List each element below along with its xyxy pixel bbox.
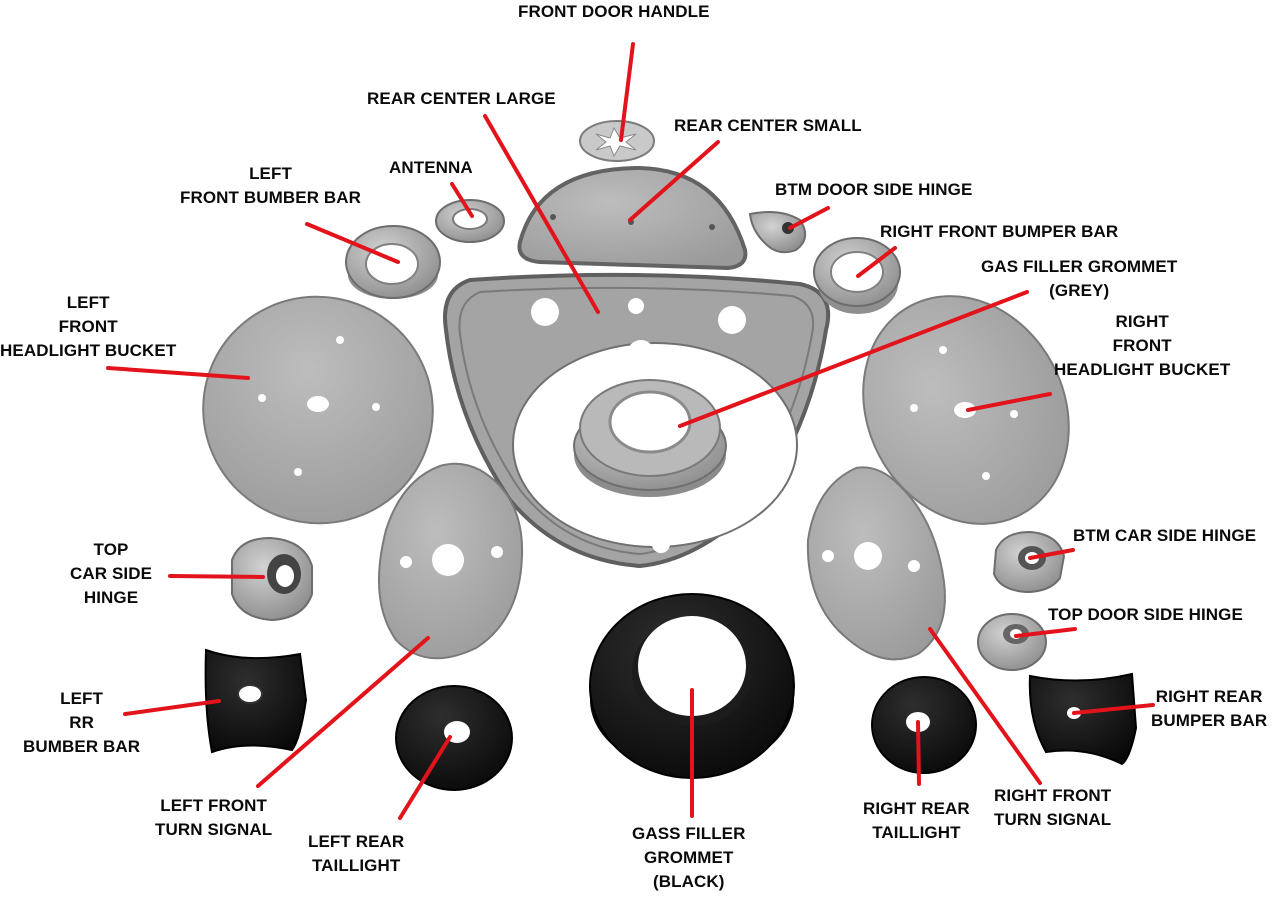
label-rear-center-large: REAR CENTER LARGE: [367, 89, 556, 108]
label-top-car-side-hinge: TOP CAR SIDE HINGE: [70, 540, 153, 607]
label-right-front-headlight-bucket: RIGHT FRONT HEADLIGHT BUCKET: [1054, 312, 1231, 379]
top-car-side-hinge-grommet: [231, 536, 313, 622]
leader-gas-filler-grey: [678, 290, 1029, 428]
antenna-grommet: [435, 199, 505, 243]
leader-top-door-side-hinge: [1014, 627, 1077, 638]
left-front-headlight-bucket-gasket: [202, 295, 434, 525]
btm-door-side-hinge-grommet: [748, 211, 807, 254]
leader-left-front-turn-signal: [256, 636, 430, 788]
leader-btm-car-side-hinge: [1028, 548, 1075, 560]
leader-front-door-handle: [619, 42, 635, 142]
leader-antenna: [450, 182, 474, 218]
leader-left-rear-taillight: [398, 735, 452, 820]
leader-top-car-side-hinge: [168, 574, 265, 579]
label-right-front-bumper-bar: RIGHT FRONT BUMPER BAR: [880, 222, 1119, 241]
label-right-rear-taillight: RIGHT REAR TAILLIGHT: [863, 799, 970, 842]
btm-car-side-hinge-grommet: [992, 530, 1066, 594]
label-top-door-side-hinge: TOP DOOR SIDE HINGE: [1048, 605, 1243, 624]
gas-filler-grommet-grey: [573, 379, 727, 497]
leader-rear-center-small: [628, 140, 720, 222]
left-front-bumper-bar-grommet: [345, 225, 441, 299]
front-door-handle-gasket: [579, 120, 655, 162]
leader-left-rr-bumper-bar: [123, 699, 221, 716]
leader-btm-door-side-hinge: [788, 206, 830, 230]
label-left-front-bumber-bar: LEFT FRONT BUMBER BAR: [180, 164, 362, 207]
leader-right-rear-taillight: [916, 720, 921, 786]
leader-rear-center-large: [483, 114, 600, 314]
left-rr-bumper-bar-block: [204, 648, 308, 754]
right-front-turn-signal-gasket: [806, 466, 946, 661]
label-right-rear-bumper-bar: RIGHT REAR BUMPER BAR: [1151, 687, 1268, 730]
right-front-bumper-bar-grommet: [813, 237, 901, 314]
label-left-rear-taillight: LEFT REAR TAILLIGHT: [308, 832, 405, 875]
label-left-front-turn-signal: LEFT FRONT TURN SIGNAL: [155, 796, 273, 839]
leader-right-rear-bumper-bar: [1072, 703, 1155, 715]
label-front-door-handle: FRONT DOOR HANDLE: [518, 2, 710, 21]
label-btm-door-side-hinge: BTM DOOR SIDE HINGE: [775, 180, 973, 199]
right-rear-bumper-bar-block: [1028, 672, 1138, 766]
label-gas-filler-grommet-grey: GAS FILLER GROMMET (GREY): [981, 257, 1178, 300]
label-left-rr-bumber-bar: LEFT RR BUMBER BAR: [23, 689, 141, 756]
label-left-front-headlight-bucket: LEFT FRONT HEADLIGHT BUCKET: [0, 293, 177, 360]
label-right-front-turn-signal: RIGHT FRONT TURN SIGNAL: [994, 786, 1112, 829]
label-antenna: ANTENNA: [389, 158, 473, 177]
left-rear-taillight-gasket: [395, 685, 513, 791]
leader-left-headlight: [106, 366, 250, 380]
leader-right-front-turn-signal: [928, 627, 1042, 785]
label-gass-filler-grommet-black: GASS FILLER GROMMET (BLACK): [632, 824, 746, 891]
left-front-turn-signal-gasket: [377, 462, 524, 660]
top-door-side-hinge-grommet: [977, 613, 1047, 671]
leader-right-headlight: [966, 392, 1052, 412]
label-btm-car-side-hinge: BTM CAR SIDE HINGE: [1073, 526, 1257, 545]
leader-left-front-bumper-bar: [305, 222, 400, 264]
label-rear-center-small: REAR CENTER SMALL: [674, 116, 862, 135]
right-rear-taillight-gasket: [871, 676, 977, 774]
gas-filler-grommet-black: [589, 593, 795, 779]
leader-right-front-bumper-bar: [856, 246, 897, 278]
leader-lines: [106, 42, 1155, 820]
